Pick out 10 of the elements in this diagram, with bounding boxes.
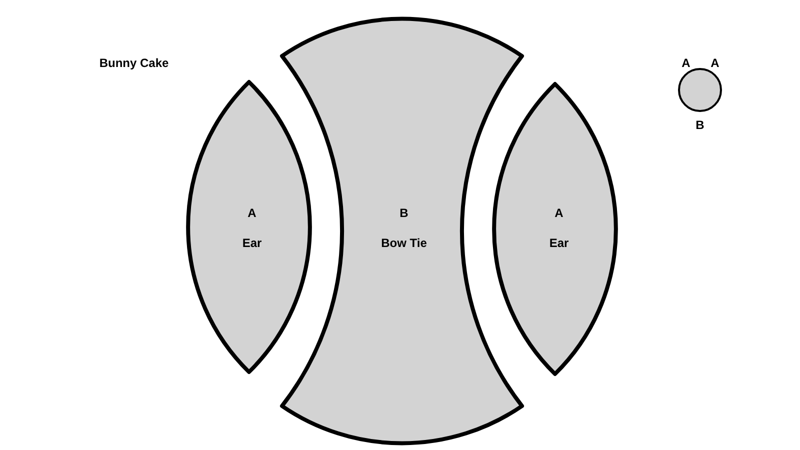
- piece-name: Ear: [549, 237, 569, 249]
- cut-label: A: [710, 57, 720, 69]
- piece-letter: A: [554, 207, 564, 219]
- piece-letter: A: [248, 207, 256, 219]
- cut-label: B: [696, 119, 704, 131]
- piece-letter: B: [400, 207, 408, 219]
- cut-label: A: [682, 57, 690, 69]
- piece-name: Ear: [242, 237, 262, 249]
- diagram-title: Bunny Cake: [99, 57, 169, 69]
- piece-name: Bow Tie: [381, 237, 427, 249]
